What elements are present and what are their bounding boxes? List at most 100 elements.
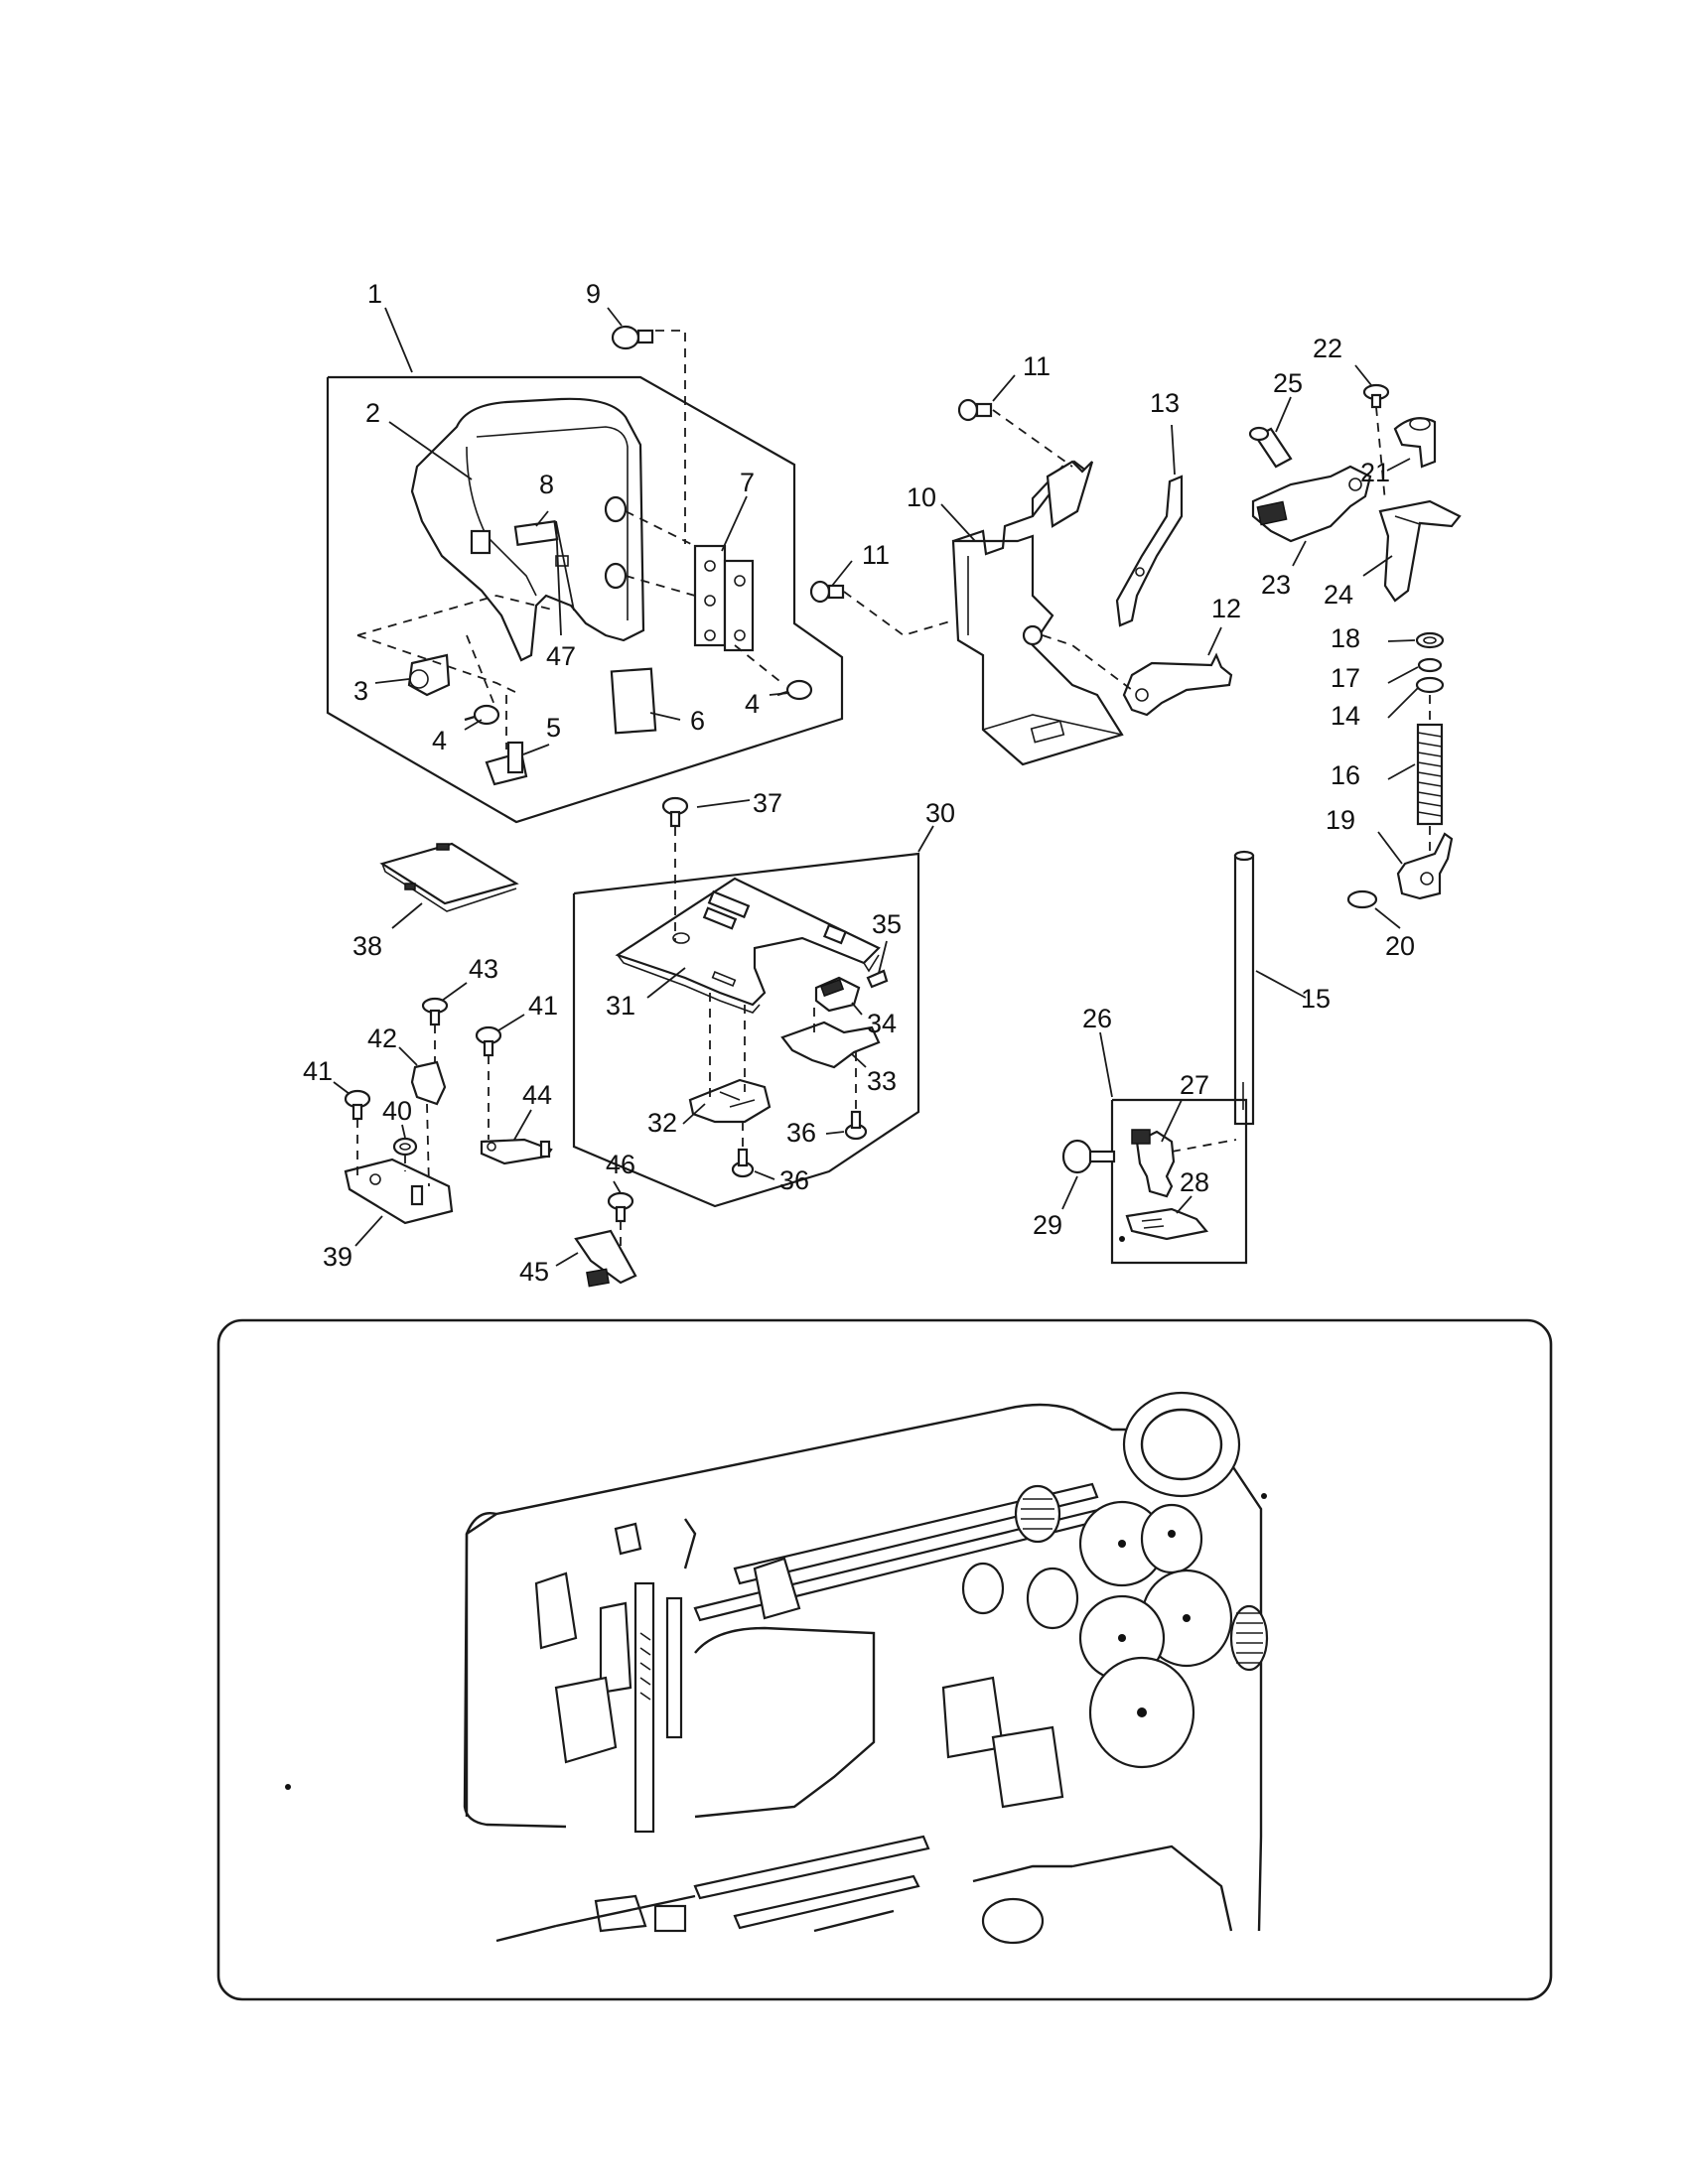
screw-11b <box>809 580 845 604</box>
label-15: 15 <box>1301 984 1331 1014</box>
presser-bar-guide <box>1122 652 1233 717</box>
label-44: 44 <box>522 1080 552 1110</box>
label-3: 3 <box>353 676 368 706</box>
thumb-screw-29 <box>1061 1139 1116 1174</box>
label-25: 25 <box>1273 368 1303 398</box>
presser-foot <box>1125 1207 1209 1241</box>
handwheel-assembly <box>1078 1391 1269 1769</box>
feed-bracket-33 <box>780 1021 881 1069</box>
screw-46 <box>607 1191 634 1223</box>
label-36b: 36 <box>779 1165 809 1195</box>
label-24: 24 <box>1324 580 1353 610</box>
presser-foot-group <box>1061 1031 1248 1265</box>
screw-35 <box>866 969 889 989</box>
presser-spring <box>1416 723 1444 826</box>
washer-17 <box>1417 657 1443 673</box>
label-36a: 36 <box>786 1118 816 1148</box>
screw-36b <box>731 1148 755 1178</box>
label-37: 37 <box>753 788 782 818</box>
label-12: 12 <box>1211 594 1241 623</box>
label-41a: 41 <box>528 991 558 1021</box>
main-shaft <box>733 1482 1099 1585</box>
label-7: 7 <box>740 468 755 497</box>
needle-plate <box>615 877 881 1007</box>
screw-4a <box>464 704 500 726</box>
center-gears <box>941 1484 1079 1809</box>
foot-shank <box>1135 1130 1176 1198</box>
label-29: 29 <box>1033 1210 1062 1240</box>
label-45: 45 <box>519 1257 549 1287</box>
screw-37 <box>661 796 689 828</box>
label-1: 1 <box>367 279 382 309</box>
needle-plate-group <box>572 796 934 1208</box>
bracket-42 <box>410 1060 447 1106</box>
needle-bar-bracket <box>951 460 1124 766</box>
label-34: 34 <box>867 1009 897 1038</box>
label-30: 30 <box>925 798 955 828</box>
group-outline-26 <box>1110 1098 1248 1265</box>
label-18: 18 <box>1331 623 1360 653</box>
small-parts-group <box>333 842 637 1288</box>
label-22: 22 <box>1313 334 1342 363</box>
label-5: 5 <box>546 713 561 743</box>
label-4b: 4 <box>745 689 760 719</box>
label-40: 40 <box>382 1096 412 1126</box>
screw-43 <box>421 997 449 1026</box>
label-32: 32 <box>647 1108 677 1138</box>
hinge-plate <box>693 544 755 652</box>
screw-41b <box>344 1089 371 1121</box>
presser-lifter-23 <box>1251 465 1372 543</box>
bottom-shafts <box>495 1835 1233 1945</box>
label-43: 43 <box>469 954 498 984</box>
label-6: 6 <box>690 706 705 736</box>
label-14: 14 <box>1331 701 1360 731</box>
label-35: 35 <box>872 909 902 939</box>
label-9: 9 <box>586 279 601 309</box>
overview-frame <box>216 1318 1553 2001</box>
base-plate-39 <box>344 1158 454 1225</box>
spacer-plate <box>610 667 657 735</box>
screw-9 <box>611 325 654 350</box>
label-38: 38 <box>352 931 382 961</box>
label-11b: 11 <box>862 540 890 570</box>
label-42: 42 <box>367 1024 397 1053</box>
part-numbers: 1 2 3 4 4 5 6 7 8 9 10 11 11 12 13 14 15… <box>303 279 1415 1287</box>
label-26: 26 <box>1082 1004 1112 1033</box>
presser-bar-holder <box>1396 832 1454 900</box>
label-17: 17 <box>1331 663 1360 693</box>
washer-14 <box>1415 676 1445 694</box>
label-16: 16 <box>1331 760 1360 790</box>
thread-take-up-lever <box>1115 475 1184 627</box>
thread-guide-24 <box>1378 499 1462 603</box>
screw-36a <box>844 1110 868 1141</box>
group-outline-1 <box>326 375 844 824</box>
label-28: 28 <box>1180 1167 1209 1197</box>
needle-bar-mechanism <box>534 1518 801 1933</box>
slide-plate-38 <box>379 842 519 905</box>
label-27: 27 <box>1180 1070 1209 1100</box>
screw-22 <box>1362 383 1390 409</box>
label-21: 21 <box>1360 458 1390 487</box>
screw-41a <box>475 1025 502 1057</box>
label-11a: 11 <box>1023 351 1051 381</box>
presser-bar <box>1233 850 1255 1126</box>
label-47: 47 <box>546 641 576 671</box>
label-33: 33 <box>867 1066 897 1096</box>
presser-group <box>1233 364 1462 1126</box>
label-8: 8 <box>539 470 554 499</box>
face-cover-latch <box>407 653 451 697</box>
washer-40 <box>392 1137 418 1157</box>
bracket-group <box>809 374 1233 766</box>
label-31: 31 <box>606 991 635 1021</box>
feed-plate-32 <box>688 1078 772 1124</box>
label-41b: 41 <box>303 1056 333 1086</box>
machine-overview <box>216 1318 1553 2001</box>
label-19: 19 <box>1326 805 1355 835</box>
label-2: 2 <box>365 398 380 428</box>
washer-18 <box>1415 631 1445 649</box>
group-outline-30 <box>572 852 920 1208</box>
face-cover-group <box>326 307 844 824</box>
lever-45 <box>574 1229 637 1285</box>
label-46: 46 <box>606 1150 635 1179</box>
